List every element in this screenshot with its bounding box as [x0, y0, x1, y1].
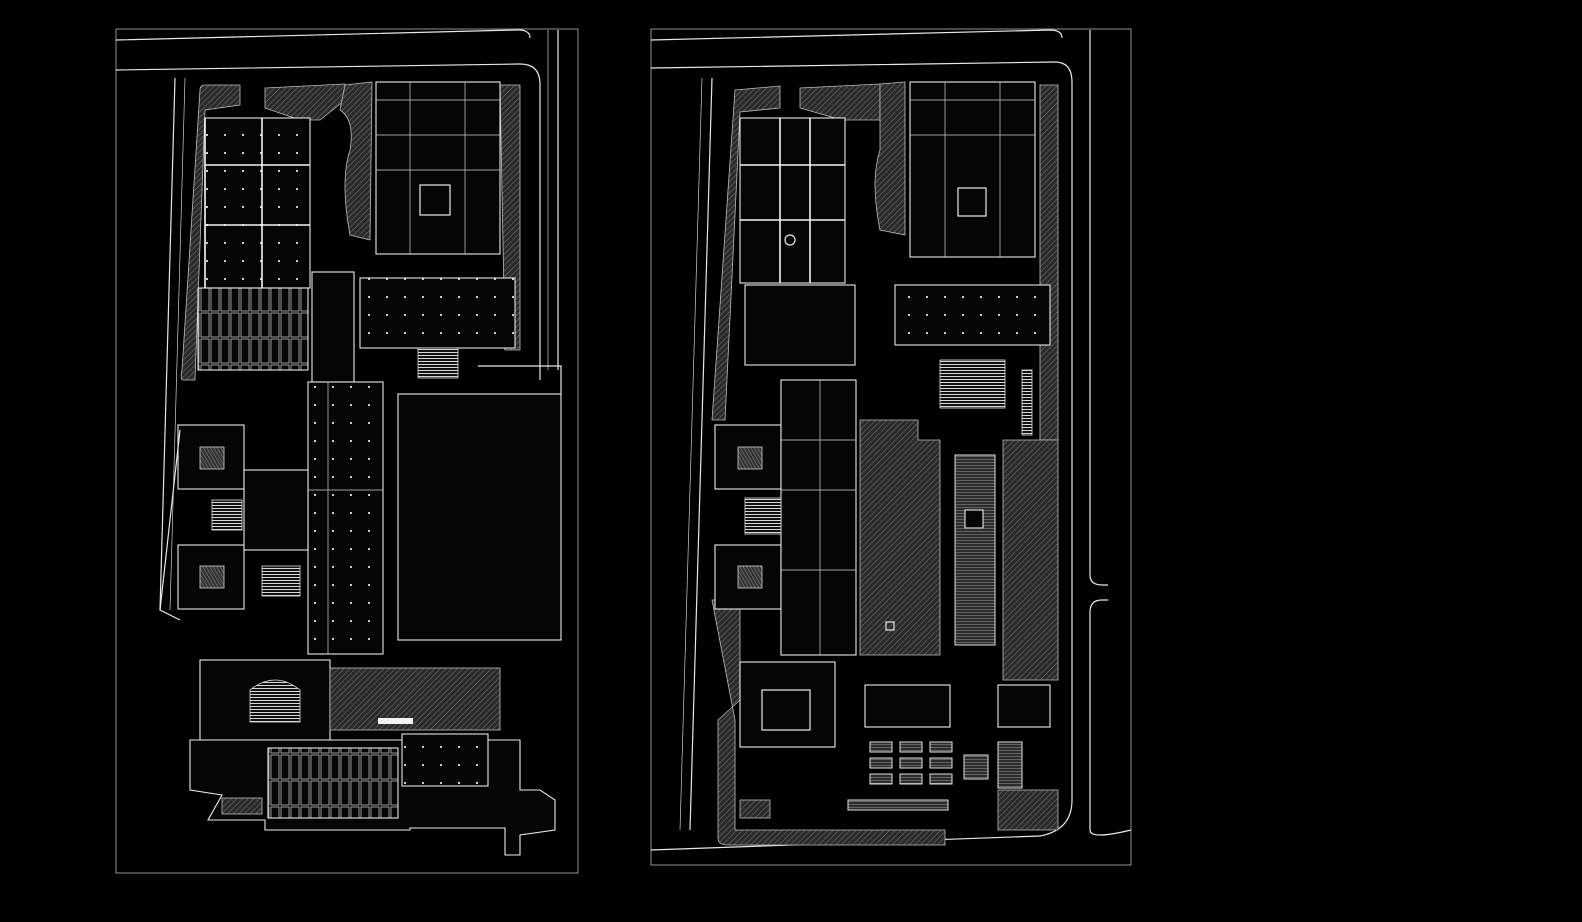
south-ramp-right	[739, 799, 771, 819]
road-east-right	[1089, 30, 1108, 586]
theater-stage-right	[761, 689, 811, 731]
hall-central-left	[243, 469, 309, 551]
garden-center-left	[339, 81, 373, 241]
forecourt-west-right	[859, 419, 941, 656]
stair-ne-right	[939, 359, 1006, 409]
east-steps-right	[1021, 369, 1033, 436]
plan-left	[115, 28, 579, 874]
pavilion-right	[864, 684, 951, 728]
stair-circle-right	[784, 234, 796, 246]
spine-north-left	[311, 271, 355, 383]
block-ne-walls-left	[376, 82, 500, 254]
south-ramp-left	[221, 797, 263, 815]
storage-cells-left	[197, 287, 309, 371]
spine-walls-right	[781, 380, 856, 655]
block-nw-left	[204, 117, 311, 289]
frame-left	[115, 28, 579, 874]
theater-plaza-left	[329, 667, 501, 731]
ramp-platform-right	[964, 509, 984, 529]
planter-grid-right	[869, 741, 1023, 789]
west-outline-left	[159, 429, 181, 621]
central-ramp-right	[954, 454, 996, 646]
spine-central-left	[307, 381, 384, 655]
road-loop-left	[115, 63, 541, 380]
garden-west-left	[180, 84, 241, 381]
plan-right	[650, 28, 1132, 866]
theater-right	[739, 661, 836, 748]
block-ne-walls-right	[910, 82, 1035, 257]
garden-center-right	[874, 81, 906, 236]
garden-se-right	[997, 789, 1059, 831]
void-north-right	[744, 284, 856, 366]
elevator-core-right	[744, 497, 782, 535]
south-bench-right	[847, 799, 949, 811]
marker-right	[885, 621, 895, 631]
stair-central-left	[261, 565, 301, 597]
road-loop-right	[650, 61, 1073, 851]
hall-ne-left	[359, 277, 516, 349]
stair-west-left	[211, 499, 243, 531]
block-nw-right	[739, 117, 846, 284]
road-west-inner-right	[679, 77, 703, 831]
garden-south-right	[711, 599, 946, 846]
theater-seats-left	[249, 679, 301, 723]
courtyard-ne-right	[957, 187, 987, 217]
court-w2-right	[737, 565, 763, 589]
garden-north-right	[799, 83, 881, 121]
south-hall-left	[401, 733, 489, 787]
hall-ne-right	[894, 284, 1051, 346]
road-north-right	[650, 29, 1063, 41]
garden-west-right	[711, 85, 781, 421]
garden-north-left	[264, 83, 348, 121]
frame-right	[650, 28, 1132, 866]
spine-walls-left	[308, 382, 383, 654]
road-north-left	[115, 29, 531, 41]
road-west-left	[159, 77, 176, 611]
empty-block-left	[397, 393, 562, 641]
stair-ne-left	[417, 347, 459, 379]
court-w1-right	[737, 446, 763, 470]
road-west-inner-left	[169, 77, 186, 611]
spine-right	[780, 379, 857, 656]
block-ne-left	[375, 81, 501, 255]
forecourt-east-right	[1002, 439, 1059, 681]
road-west-right	[689, 77, 713, 831]
court-w1-left	[199, 446, 225, 470]
garden-east-right	[1039, 84, 1059, 441]
courtyard-ne-left	[419, 184, 451, 216]
block-ne-right	[909, 81, 1036, 258]
pavilion-east-right	[997, 684, 1051, 728]
block-nw-walls-right	[740, 118, 845, 283]
block-nw-walls-left	[204, 118, 310, 288]
empty-block-notch-left	[478, 365, 562, 394]
theater-bar-left	[378, 718, 413, 724]
south-storage-left	[267, 747, 399, 819]
court-w2-left	[199, 565, 225, 589]
road-east-south-right	[1089, 599, 1132, 836]
